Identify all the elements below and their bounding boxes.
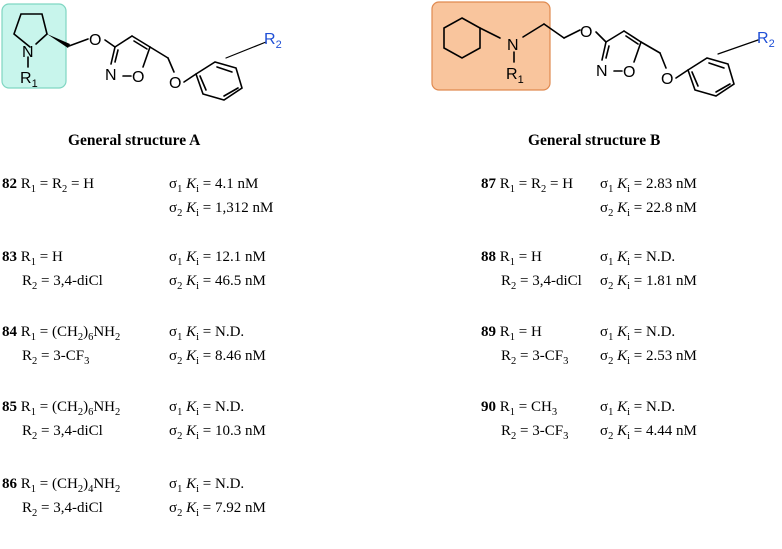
compound-r2-line: R2 = 3-CF3 [501,348,569,367]
structure-a-highlight [1,3,67,89]
compound-r2-line: R2 = 3-CF3 [22,348,90,367]
compound-r1-line: 89 R1 = H [481,324,542,343]
atom-a-r2: R2 [264,31,282,51]
structure-b-title: General structure B [528,132,661,149]
wedge-bond [47,34,70,48]
compound-r2-line: R2 = 3,4-diCl [22,423,103,442]
atom-a-n-ring: N [105,67,117,84]
structure-a-title: General structure A [68,132,201,149]
sigma1-ki: σ1 Ki = N.D. [169,324,245,343]
sigma1-ki: σ1 Ki = N.D. [600,324,676,343]
compound-number: 90 [481,399,500,415]
structure-diagrams: N R1 O N O O R2 N R [1,1,775,101]
sigma1-ki: σ1 Ki = N.D. [600,399,676,418]
sigma1-ki: σ1 Ki = 2.83 nM [600,176,697,195]
atom-a-n: N [22,44,34,61]
compound-r1-line: 82 R1 = R2 = H [2,176,95,195]
compound-r1-line: 84 R1 = (CH2)6NH2 [2,324,121,343]
sigma2-ki: σ2 Ki = 2.53 nM [600,348,697,367]
compound-number: 82 [2,176,21,192]
compound-number: 88 [481,249,500,265]
compound-r1-line: 88 R1 = H [481,249,542,268]
sigma1-ki: σ1 Ki = 12.1 nM [169,249,266,268]
compound-r2-line: R2 = 3,4-diCl [22,500,103,519]
structure-b-highlight [431,1,551,91]
sigma2-ki: σ2 Ki = 8.46 nM [169,348,266,367]
compound-r1-line: 83 R1 = H [2,249,63,268]
sigma1-ki: σ1 Ki = 4.1 nM [169,176,259,195]
compound-r1-line: 86 R1 = (CH2)4NH2 [2,476,121,495]
sigma1-ki: σ1 Ki = N.D. [600,249,676,268]
sigma2-ki: σ2 Ki = 22.8 nM [600,200,697,219]
sigma2-ki: σ2 Ki = 7.92 nM [169,500,266,519]
atom-a-o-ring: O [132,69,144,86]
phenyl-ring [195,61,243,101]
sigma2-ki: σ2 Ki = 4.44 nM [600,423,697,442]
compound-number: 89 [481,324,500,340]
compound-number: 86 [2,476,21,492]
atom-b-r2: R2 [757,30,775,50]
atom-b-n-ring: N [596,63,608,80]
sigma1-ki: σ1 Ki = N.D. [169,399,245,418]
sigma2-ki: σ2 Ki = 46.5 nM [169,273,266,292]
isoxazole-ring [110,46,116,65]
compound-r1-line: 90 R1 = CH3 [481,399,558,418]
atom-b-r1: R1 [506,66,524,86]
atom-a-r1: R1 [20,70,38,90]
compound-r1-line: 87 R1 = R2 = H [481,176,574,195]
compound-r2-line: R2 = 3,4-diCl [22,273,103,292]
compound-r2-line: R2 = 3,4-diCl [501,273,582,292]
atom-b-o-aryl: O [661,71,673,88]
atom-b-o-ring: O [623,64,635,81]
atom-b-o-ether: O [580,24,592,41]
sigma2-ki: σ2 Ki = 10.3 nM [169,423,266,442]
compound-r2-line: R2 = 3-CF3 [501,423,569,442]
pyrrolidine-ring [13,13,48,48]
sigma2-ki: σ2 Ki = 1.81 nM [600,273,697,292]
structure-a [1,3,267,101]
atom-a-o-aryl: O [169,75,181,92]
atom-a-o-ether: O [89,32,101,49]
compound-number: 84 [2,324,21,340]
sigma2-ki: σ2 Ki = 1,312 nM [169,200,274,219]
compound-number: 87 [481,176,500,192]
sigma1-ki: σ1 Ki = N.D. [169,476,245,495]
atom-b-n: N [507,37,519,54]
compound-number: 85 [2,399,21,415]
compound-r1-line: 85 R1 = (CH2)6NH2 [2,399,121,418]
phenyl-ring [687,57,735,97]
compound-number: 83 [2,249,21,265]
structure-b [431,1,759,97]
